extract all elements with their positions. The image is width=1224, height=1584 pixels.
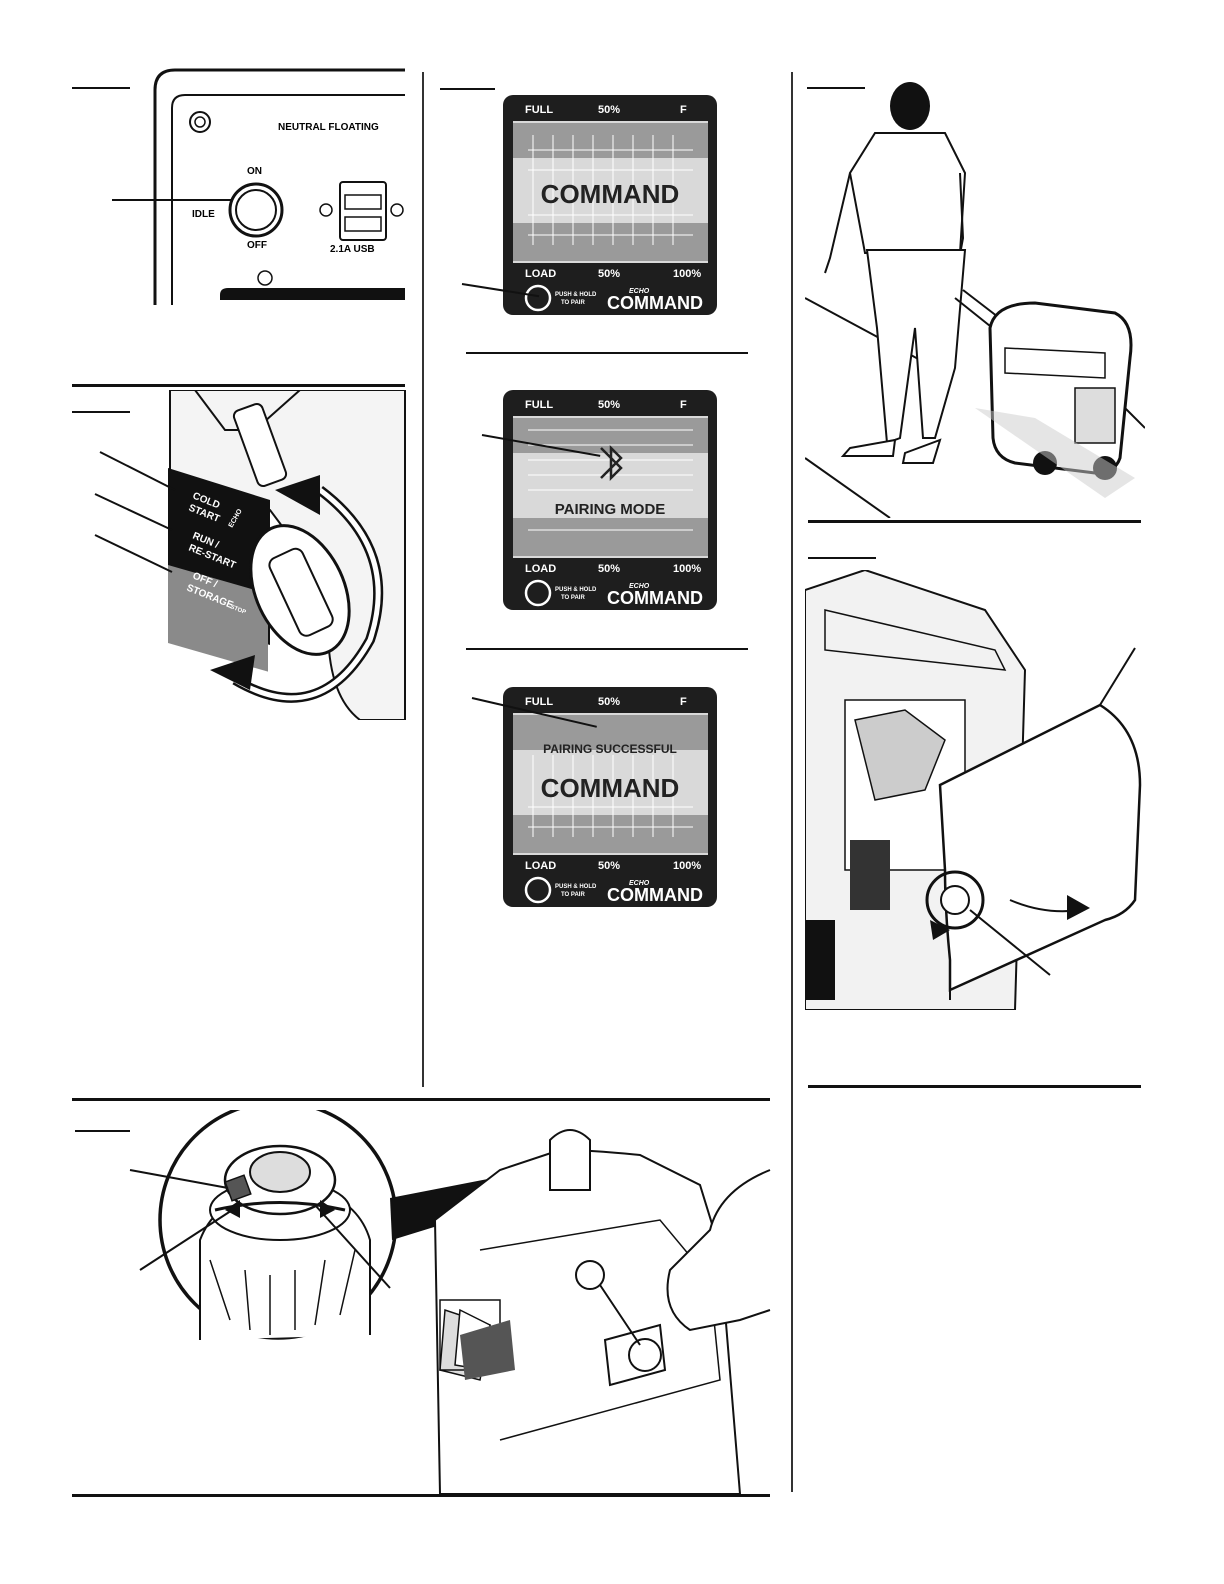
fuel-f-label: F <box>680 399 687 411</box>
cover-screw[interactable] <box>925 870 985 930</box>
switch-off-label: OFF <box>247 240 267 251</box>
section-rule <box>808 1085 1141 1088</box>
section-rule <box>72 1098 770 1101</box>
section-rule <box>72 384 405 387</box>
usb-port[interactable] <box>344 194 382 210</box>
callout-circle <box>575 1260 605 1290</box>
display-pairing-successful: FULL 50% F PAIRING SUCCESSFUL COMMAND LO… <box>503 687 717 907</box>
pair-button[interactable] <box>524 876 552 904</box>
column-divider <box>422 72 424 1087</box>
brand-small: ECHO <box>629 880 650 887</box>
pair-hint-2: TO PAIR <box>561 300 585 306</box>
pair-button[interactable] <box>524 284 552 312</box>
brand-small: ECHO <box>629 583 650 590</box>
person-head <box>890 82 930 130</box>
screen-title: COMMAND <box>541 179 680 209</box>
caption-rule <box>808 557 876 559</box>
fuel-half-label: 50% <box>598 696 620 708</box>
figure-choke-knob: COLD START RUN / RE-START ECHO OFF / STO… <box>72 390 406 720</box>
panel-title: NEUTRAL FLOATING <box>278 122 379 133</box>
caption-rule <box>440 88 495 90</box>
load-half-label: 50% <box>598 563 620 575</box>
vent-lever[interactable] <box>224 1174 252 1202</box>
load-full-label: 100% <box>673 860 701 872</box>
usb-label: 2.1A USB <box>330 244 375 255</box>
fuel-half-label: 50% <box>598 399 620 411</box>
brand-logo: COMMAND <box>607 885 703 905</box>
load-full-label: 100% <box>673 268 701 280</box>
stop-mark: STOP <box>229 604 246 616</box>
display-command: FULL 50% F COMMAND LOAD 50% 100% PUSH & … <box>503 95 717 315</box>
idle-switch-button[interactable] <box>228 182 284 238</box>
pair-hint: PUSH & HOLD <box>555 587 597 593</box>
brand-logo: COMMAND <box>607 588 703 608</box>
load-label: LOAD <box>525 563 556 575</box>
switch-on-label: ON <box>247 166 262 177</box>
fuel-full-label: FULL <box>525 104 553 116</box>
pair-hint-2: TO PAIR <box>561 892 585 898</box>
fuel-f-label: F <box>680 104 687 116</box>
fuel-full-label: FULL <box>525 399 553 411</box>
usb-port[interactable] <box>344 216 382 232</box>
figure-side-cover <box>805 570 1142 1010</box>
pairing-successful-text: PAIRING SUCCESSFUL <box>543 742 677 756</box>
screen-title: COMMAND <box>541 773 680 803</box>
section-rule <box>466 648 748 650</box>
fuel-half-label: 50% <box>598 104 620 116</box>
display-pairing-mode: FULL 50% F PAIRING MODE LOAD 50% 100% PU… <box>503 390 717 610</box>
pair-hint-2: TO PAIR <box>561 595 585 601</box>
section-rule <box>466 352 748 354</box>
figure-fuel-cap-vent <box>129 1110 771 1494</box>
switch-idle-label: IDLE <box>192 209 215 220</box>
brand-logo: COMMAND <box>607 293 703 313</box>
section-rule <box>808 520 1141 523</box>
load-label: LOAD <box>525 860 556 872</box>
bluetooth-icon <box>600 444 623 482</box>
caption-rule <box>75 1130 130 1132</box>
fuel-full-label: FULL <box>525 696 553 708</box>
pairing-mode-text: PAIRING MODE <box>555 501 666 518</box>
load-full-label: 100% <box>673 563 701 575</box>
pair-hint: PUSH & HOLD <box>555 884 597 890</box>
figure-transport-generator <box>805 82 1145 518</box>
section-rule <box>72 1494 770 1497</box>
load-half-label: 50% <box>598 268 620 280</box>
load-half-label: 50% <box>598 860 620 872</box>
fuel-f-label: F <box>680 696 687 708</box>
pair-button[interactable] <box>524 579 552 607</box>
figure-control-panel: NEUTRAL FLOATING ON IDLE OFF 2.1A USB <box>72 68 405 305</box>
load-label: LOAD <box>525 268 556 280</box>
pair-hint: PUSH & HOLD <box>555 292 597 298</box>
column-divider <box>791 72 793 1492</box>
brand-small: ECHO <box>629 288 650 295</box>
